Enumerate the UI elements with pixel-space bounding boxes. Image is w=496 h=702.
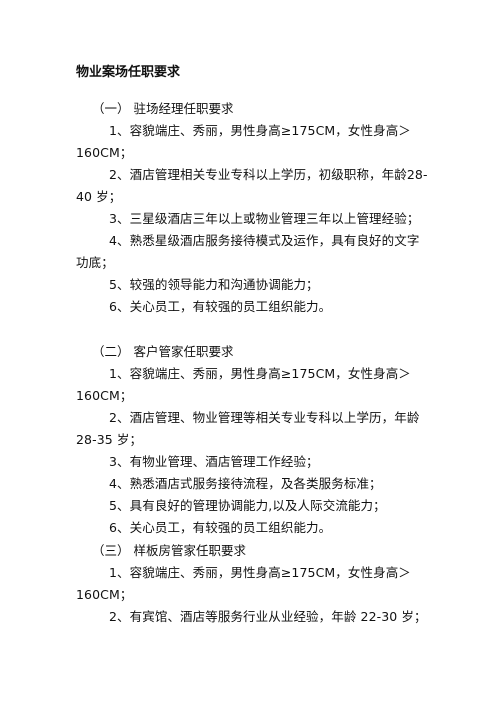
list-item: 3、有物业管理、酒店管理工作经验； xyxy=(109,454,319,469)
list-item: 5、较强的领导能力和沟通协调能力； xyxy=(109,277,319,292)
list-item: 4、熟悉酒店式服务接待流程，及各类服务标准； xyxy=(109,476,382,491)
list-item: 4、熟悉星级酒店服务接待模式及运作，具有良好的文字功底； xyxy=(76,233,420,270)
list-item: 2、酒店管理相关专业专科以上学历，初级职称，年龄28-40 岁； xyxy=(76,167,428,204)
list-item: 2、酒店管理、物业管理等相关专业专科以上学历，年龄 28-35 岁； xyxy=(76,410,420,447)
list-item: 1、容貌端庄、秀丽，男性身高≥175CM，女性身高＞160CM； xyxy=(76,366,411,403)
list-item: 2、有宾馆、酒店等服务行业从业经验，年龄 22-30 岁； xyxy=(109,609,427,624)
list-item: 5、具有良好的管理协调能力,以及人际交流能力； xyxy=(109,498,386,513)
list-item: 6、关心员工，有较强的员工组织能力。 xyxy=(109,520,332,535)
section-showroom-butler: （三） 样板房管家任职要求 1、容貌端庄、秀丽，男性身高≥175CM，女性身高＞… xyxy=(76,540,428,628)
section-heading: （一） 驻场经理任职要求 xyxy=(92,101,234,116)
section-customer-butler: （二） 客户管家任职要求 1、容貌端庄、秀丽，男性身高≥175CM，女性身高＞1… xyxy=(76,341,428,539)
section-resident-manager: （一） 驻场经理任职要求 1、容貌端庄、秀丽，男性身高≥175CM，女性身高＞1… xyxy=(76,98,428,318)
document-title: 物业案场任职要求 xyxy=(76,65,181,80)
list-item: 1、容貌端庄、秀丽，男性身高≥175CM，女性身高＞160CM； xyxy=(76,123,411,160)
list-item: 6、关心员工，有较强的员工组织能力。 xyxy=(109,299,332,314)
list-item: 3、三星级酒店三年以上或物业管理三年以上管理经验； xyxy=(109,211,420,226)
section-heading: （三） 样板房管家任职要求 xyxy=(92,543,246,558)
list-item: 1、容貌端庄、秀丽，男性身高≥175CM，女性身高＞160CM； xyxy=(76,565,411,602)
section-heading: （二） 客户管家任职要求 xyxy=(92,344,234,359)
